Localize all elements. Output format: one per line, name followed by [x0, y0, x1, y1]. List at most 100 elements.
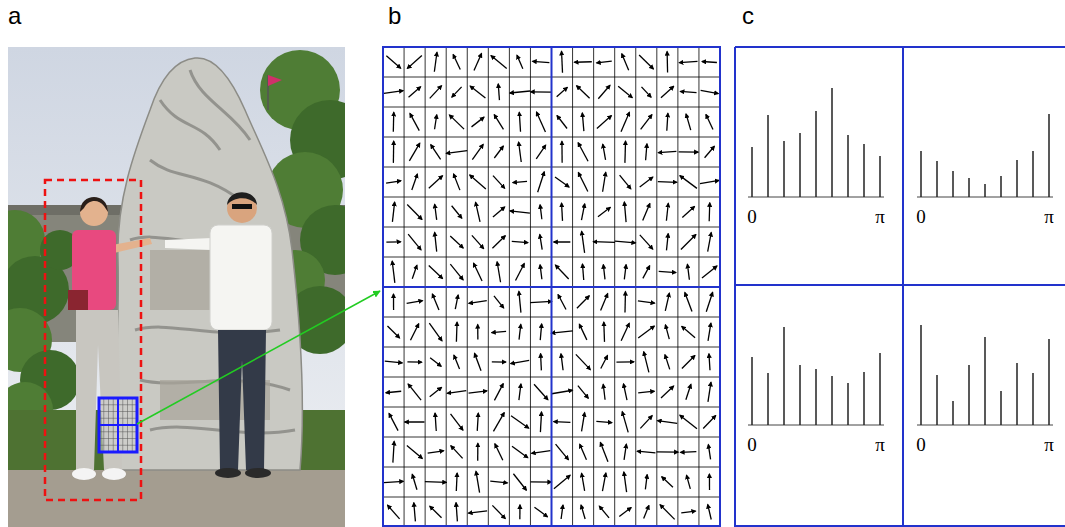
- gradient-arrow: [708, 445, 710, 460]
- gradient-arrow: [681, 511, 695, 513]
- gradient-arrow: [574, 61, 591, 63]
- gradient-arrow: [624, 265, 626, 280]
- gradient-arrow: [536, 112, 545, 132]
- gradient-arrow: [490, 481, 507, 483]
- gradient-arrow: [468, 511, 487, 513]
- pavement: [8, 470, 345, 527]
- gradient-arrow: [492, 361, 506, 362]
- histogram-bar: [968, 178, 970, 197]
- histogram-bar: [1000, 391, 1002, 425]
- histogram-bar: [952, 401, 954, 425]
- gradient-arrow: [679, 61, 697, 62]
- gradient-arrow: [551, 331, 573, 333]
- gradient-arrow: [510, 211, 530, 213]
- histogram-bar: [863, 144, 865, 197]
- person-arm: [165, 238, 212, 250]
- gradient-arrow: [435, 232, 437, 251]
- gradient-arrow: [638, 391, 654, 393]
- gradient-arrow: [554, 421, 571, 423]
- gradient-arrow: [534, 384, 548, 400]
- gradient-arrow: [557, 115, 567, 128]
- gradient-arrow: [578, 143, 588, 162]
- gradient-arrow: [603, 144, 606, 160]
- gradient-arrow: [580, 444, 587, 460]
- histogram-bar: [863, 372, 865, 425]
- person-head: [80, 198, 108, 226]
- gradient-arrow: [700, 180, 719, 183]
- gradient-arrow: [455, 295, 458, 309]
- cell-grid: [383, 287, 720, 288]
- gradient-arrow: [540, 234, 542, 249]
- gradient-arrow: [686, 475, 690, 489]
- gradient-arrow: [557, 87, 568, 96]
- gradient-arrow: [493, 176, 505, 189]
- person-head: [227, 193, 257, 223]
- gradient-arrow: [513, 474, 526, 491]
- gradient-arrow: [393, 441, 394, 462]
- gradient-arrow: [665, 325, 669, 339]
- gradient-arrow: [662, 477, 673, 487]
- gradient-arrow: [476, 202, 480, 222]
- gradient-arrow: [680, 176, 697, 189]
- gradient-arrow: [577, 296, 589, 309]
- gradient-arrow: [516, 263, 525, 280]
- gradient-arrow: [708, 382, 711, 402]
- histogram-bar: [767, 373, 769, 425]
- gradient-arrow: [624, 291, 626, 312]
- histogram-bar: [815, 369, 817, 425]
- gradient-arrow: [384, 91, 403, 94]
- gradient-arrow: [385, 361, 403, 363]
- histogram-bar: [767, 115, 769, 197]
- gradient-arrow: [638, 326, 654, 338]
- gradient-arrow: [624, 202, 626, 222]
- gradient-arrow: [456, 322, 458, 342]
- gradient-arrow: [407, 204, 422, 219]
- gradient-arrow: [641, 115, 652, 130]
- person-shirt: [210, 225, 272, 330]
- gradient-arrow: [603, 172, 606, 191]
- gradient-arrow: [702, 61, 717, 62]
- gradient-arrow: [393, 112, 395, 131]
- histogram-bar: [936, 161, 938, 197]
- gradient-arrow: [603, 384, 605, 399]
- axis-label: π: [1044, 435, 1054, 454]
- gradient-arrow: [493, 207, 505, 217]
- gradient-arrow: [409, 143, 419, 161]
- gradient-arrow: [682, 326, 695, 337]
- gradient-arrow: [680, 91, 696, 92]
- gradient-arrow: [666, 203, 668, 220]
- gradient-arrow: [686, 384, 691, 399]
- histogram-bar: [1016, 363, 1018, 425]
- gradient-arrow: [412, 265, 417, 279]
- gradient-arrow: [538, 172, 545, 192]
- gradient-arrow: [640, 177, 653, 187]
- gradient-arrow: [454, 355, 460, 369]
- gradient-arrow: [687, 264, 689, 279]
- gradient-arrow: [432, 294, 439, 310]
- gradient-arrow: [410, 324, 418, 341]
- axis-label: 0: [747, 207, 757, 226]
- gradient-arrow: [531, 451, 550, 454]
- gradient-arrow: [519, 291, 521, 312]
- gradient-arrow: [658, 181, 677, 183]
- gradient-arrow: [386, 391, 401, 392]
- gradient-arrow: [661, 386, 674, 398]
- gradient-arrow: [555, 177, 569, 187]
- gradient-arrow: [386, 181, 401, 183]
- axis-label: 0: [916, 435, 926, 454]
- gradient-arrow: [412, 474, 417, 490]
- gradient-arrow: [451, 414, 463, 430]
- gradient-arrow: [389, 413, 398, 430]
- gradient-arrow: [408, 234, 421, 250]
- gradient-arrow: [392, 261, 395, 283]
- gradient-arrow: [597, 116, 612, 129]
- gradient-arrow: [470, 86, 485, 98]
- block-grid: [99, 425, 137, 426]
- histogram-bar: [1048, 339, 1050, 425]
- gradient-arrow: [540, 205, 542, 220]
- histogram-bar: [847, 135, 849, 197]
- axis-label: π: [875, 207, 885, 226]
- gradient-arrow: [498, 84, 499, 100]
- gradient-arrow: [540, 265, 542, 280]
